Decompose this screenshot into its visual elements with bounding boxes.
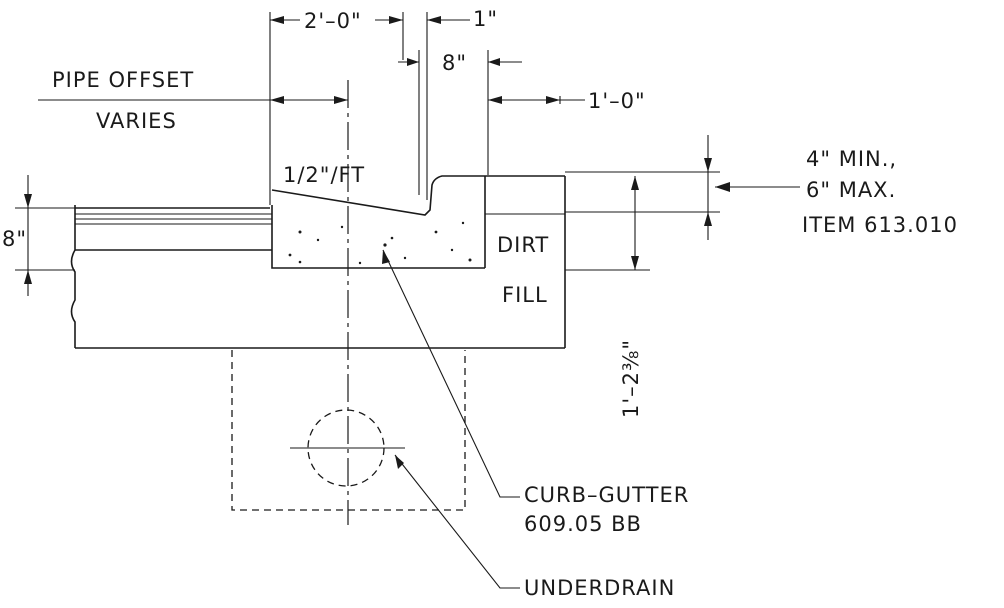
curb-gutter-label-line2: 609.05 BB [524, 512, 642, 536]
lip-dimension: 4" MIN., 6" MAX. ITEM 613.010 [565, 135, 958, 240]
lip-label-line2: 6" MAX. [806, 178, 896, 202]
dirt-label: DIRT [497, 233, 549, 257]
total-depth-dimension: 1'–2⅜" [565, 176, 650, 418]
pipe-offset-label-line2: VARIES [96, 109, 177, 133]
curb-top-label: 8" [442, 51, 467, 75]
right-offset-label: 1'–0" [588, 89, 646, 113]
curb-gutter-label-line1: CURB–GUTTER [524, 483, 689, 507]
pavement-slab [70, 205, 272, 348]
lip-label-line1: 4" MIN., [806, 147, 897, 171]
slab-thickness-label: 8" [2, 227, 27, 251]
slope-label: 1/2"/FT [283, 163, 365, 187]
fill-label: FILL [502, 283, 548, 307]
top-width-dimension: 2'–0" [269, 9, 404, 205]
right-offset-dimension: 1'–0" [488, 89, 646, 113]
slab-thickness-dimension: 8" [2, 175, 75, 296]
item-label: ITEM 613.010 [802, 213, 958, 237]
pipe-offset-dimension: PIPE OFFSET VARIES [38, 68, 348, 133]
top-gap-dimension: 1" [426, 7, 498, 200]
curb-gutter-body [75, 175, 566, 349]
total-depth-label: 1'–2⅜" [619, 339, 643, 418]
top-gap-label: 1" [473, 7, 498, 31]
underdrain-leader: UNDERDRAIN [394, 454, 675, 600]
slope-callout: 1/2"/FT [283, 163, 365, 187]
top-width-label: 2'–0" [304, 9, 362, 33]
underdrain-label: UNDERDRAIN [524, 576, 675, 600]
curb-top-dimension: 8" [398, 50, 522, 195]
underdrain-trench [231, 350, 466, 511]
pipe-offset-label-line1: PIPE OFFSET [52, 68, 194, 92]
curb-gutter-leader: CURB–GUTTER 609.05 BB [382, 249, 689, 536]
